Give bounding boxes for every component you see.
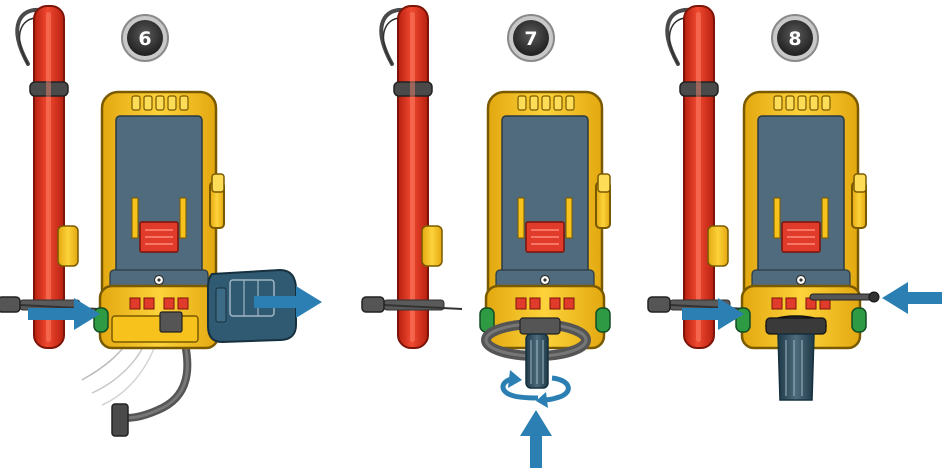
step-6-pull-arrow-icon	[254, 286, 322, 318]
step-8-insert-pin-icon	[809, 291, 880, 303]
step-8-pole-icon	[646, 4, 750, 350]
step-8-insert-pin-arrow-icon	[882, 282, 942, 314]
step-7-device-body-icon	[478, 90, 612, 350]
step-8-knob-icon	[765, 315, 827, 401]
step-7-panel: 7	[360, 4, 612, 468]
step-8-number: 8	[788, 28, 801, 50]
step-7-badge: 7	[507, 14, 555, 62]
step-6-badge: 6	[121, 14, 169, 62]
step-7-push-up-arrow-icon	[520, 410, 552, 468]
step-8-push-arrow-icon	[682, 298, 744, 330]
step-8-badge: 8	[771, 14, 819, 62]
step-7-rotate-arrow-icon	[500, 370, 571, 408]
step-8-device-body-icon	[734, 90, 868, 350]
step-7-pole-icon	[360, 4, 464, 350]
step-6-panel: 6	[0, 4, 322, 437]
step-8-panel: 8	[646, 4, 942, 401]
step-6-bottom-clip	[111, 311, 199, 343]
step-7-number: 7	[524, 28, 537, 50]
step-6-device-body-icon	[92, 90, 226, 350]
step-7-ring-strap-icon	[481, 317, 591, 389]
step-6-push-arrow-icon	[28, 298, 100, 330]
step-6-number: 6	[138, 28, 151, 50]
step-6-pole-icon	[0, 4, 100, 350]
